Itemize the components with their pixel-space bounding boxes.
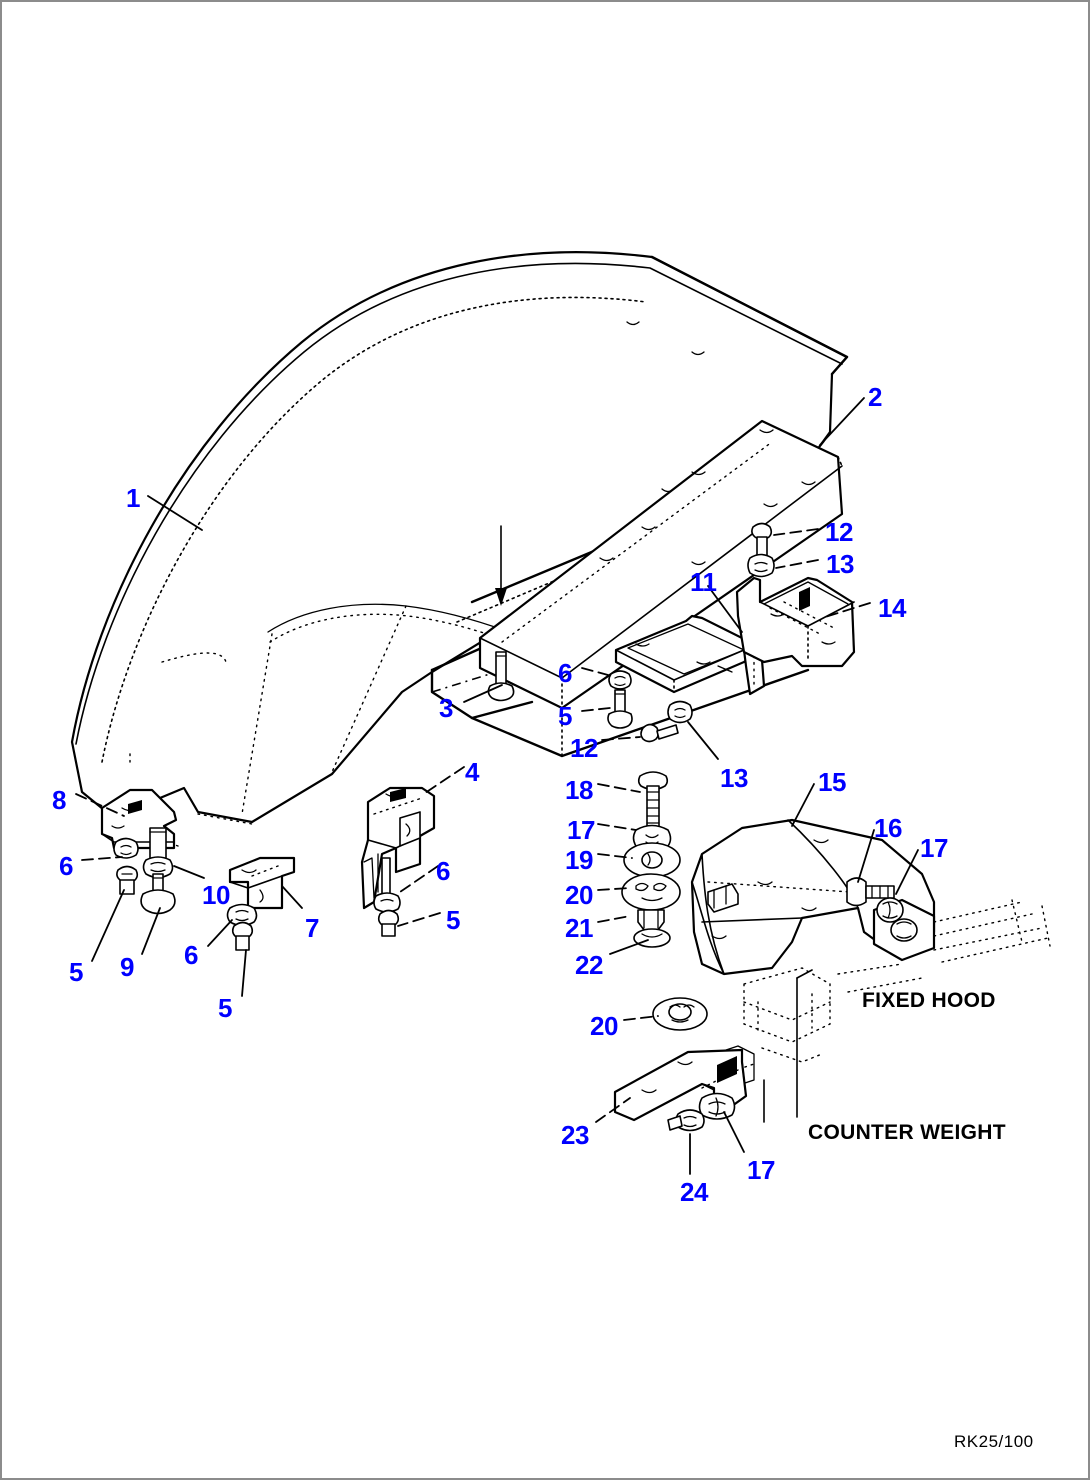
assembly-arrow bbox=[495, 525, 507, 606]
callout-4[interactable]: 4 bbox=[465, 757, 479, 787]
callout-14[interactable]: 14 bbox=[878, 593, 906, 623]
callout-6-b[interactable]: 6 bbox=[436, 856, 450, 886]
callout-17-c[interactable]: 17 bbox=[747, 1155, 775, 1185]
counter-weight-label: COUNTER WEIGHT bbox=[808, 1121, 1006, 1144]
callout-12-a[interactable]: 12 bbox=[825, 517, 853, 547]
callout-16[interactable]: 16 bbox=[874, 813, 902, 843]
callout-20-b[interactable]: 20 bbox=[590, 1011, 618, 1041]
callout-5-c[interactable]: 5 bbox=[218, 993, 232, 1023]
nut-part-6-center bbox=[608, 670, 632, 690]
sheet-code: RK25/100 bbox=[954, 1432, 1034, 1451]
annotation-pointers bbox=[763, 969, 813, 1123]
callout-21[interactable]: 21 bbox=[565, 913, 593, 943]
callout-5-d[interactable]: 5 bbox=[558, 701, 572, 731]
callout-5-b[interactable]: 5 bbox=[446, 905, 460, 935]
callout-11[interactable]: 11 bbox=[690, 567, 717, 597]
nut-part-17-lower bbox=[698, 1092, 736, 1120]
callout-24[interactable]: 24 bbox=[680, 1177, 708, 1207]
channel-bracket-part-14 bbox=[735, 576, 856, 668]
callout-6-c[interactable]: 6 bbox=[184, 940, 198, 970]
callout-6-d[interactable]: 6 bbox=[558, 658, 572, 688]
fixed-hood-body-part-15 bbox=[690, 818, 1051, 993]
bolt-part-24 bbox=[667, 1109, 705, 1132]
callout-13-b[interactable]: 13 bbox=[720, 763, 748, 793]
nut-part-6-left bbox=[113, 837, 139, 859]
callout-5-a[interactable]: 5 bbox=[69, 957, 83, 987]
callout-15[interactable]: 15 bbox=[818, 767, 846, 797]
bolt-part-5-center bbox=[607, 689, 633, 729]
mounting-plate-part-2 bbox=[478, 419, 844, 710]
callout-20-a[interactable]: 20 bbox=[565, 880, 593, 910]
callout-22[interactable]: 22 bbox=[575, 950, 603, 980]
fixed-hood-label: FIXED HOOD bbox=[862, 989, 996, 1012]
callout-8[interactable]: 8 bbox=[52, 785, 66, 815]
callout-17-b[interactable]: 17 bbox=[567, 815, 595, 845]
nut-part-13-center bbox=[667, 700, 693, 724]
corner-bracket-part-8 bbox=[100, 788, 178, 879]
callout-17-a[interactable]: 17 bbox=[920, 833, 948, 863]
screw-part-12-upper bbox=[751, 522, 773, 559]
callout-19[interactable]: 19 bbox=[565, 845, 593, 875]
hardware-stack-fixed-hood bbox=[621, 771, 708, 1031]
callout-18[interactable]: 18 bbox=[565, 775, 593, 805]
screw-part-12-center bbox=[640, 723, 679, 743]
hinge-bracket-part-4 bbox=[360, 786, 436, 937]
callout-3[interactable]: 3 bbox=[439, 693, 453, 723]
callout-13-a[interactable]: 13 bbox=[826, 549, 854, 579]
callout-23[interactable]: 23 bbox=[561, 1120, 589, 1150]
callout-6-a[interactable]: 6 bbox=[59, 851, 73, 881]
callout-12-b[interactable]: 12 bbox=[570, 733, 598, 763]
callout-7[interactable]: 7 bbox=[305, 913, 319, 943]
small-bracket-part-7 bbox=[226, 856, 296, 951]
callout-9[interactable]: 9 bbox=[120, 952, 134, 982]
callout-2[interactable]: 2 bbox=[868, 382, 882, 412]
flat-bracket-part-11 bbox=[614, 614, 766, 696]
bolt-part-5-left bbox=[116, 865, 139, 895]
callout-10[interactable]: 10 bbox=[202, 880, 230, 910]
callout-leader-lines bbox=[75, 397, 919, 1175]
nut-part-13-upper bbox=[747, 553, 775, 578]
callout-1[interactable]: 1 bbox=[126, 483, 140, 513]
bolt-part-9 bbox=[140, 873, 176, 915]
